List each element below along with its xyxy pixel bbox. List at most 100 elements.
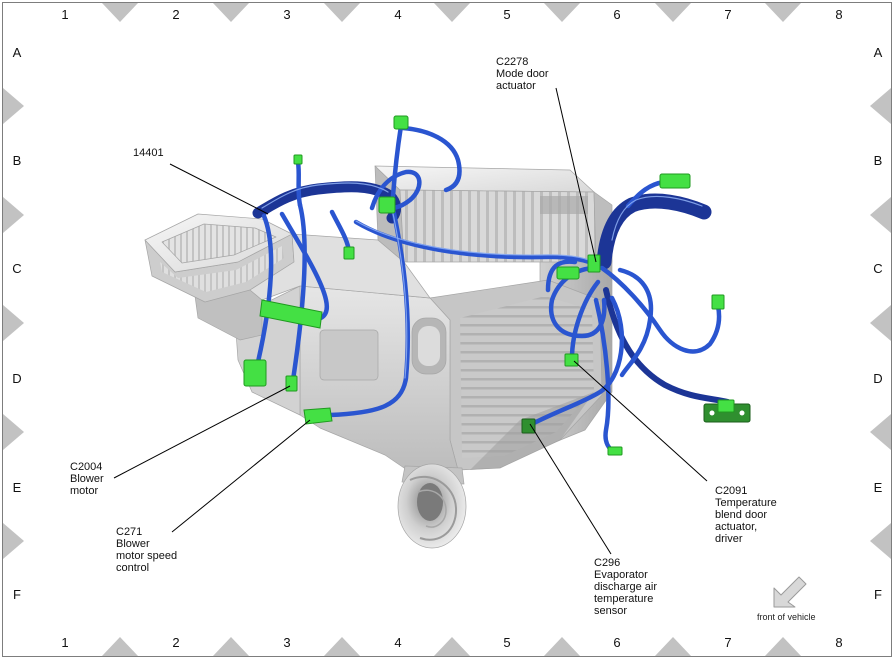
callout-id: C2004 bbox=[70, 461, 102, 473]
harness-wire bbox=[529, 295, 625, 427]
harness-trunk-right bbox=[596, 193, 712, 270]
harness-wire bbox=[593, 297, 617, 455]
connector-c296 bbox=[521, 418, 536, 434]
connector bbox=[378, 196, 396, 214]
callout-description: motor bbox=[70, 485, 98, 497]
callout-description: blend door bbox=[715, 509, 767, 521]
harness-highlight bbox=[390, 203, 408, 379]
grid-markers-top bbox=[102, 3, 801, 22]
callout-description: Blower bbox=[70, 473, 104, 485]
row-label: D bbox=[873, 371, 882, 386]
column-label: 6 bbox=[613, 635, 620, 650]
harness-wire bbox=[290, 202, 307, 383]
harness-wire bbox=[295, 159, 303, 208]
column-label: 5 bbox=[503, 635, 510, 650]
callout-description: motor speed bbox=[116, 550, 177, 562]
column-label: 8 bbox=[835, 7, 842, 22]
connector-c2278 bbox=[587, 254, 601, 273]
row-labels-left: A B C D E F bbox=[12, 45, 21, 602]
callout-id: 14401 bbox=[133, 147, 164, 159]
leader-line-c2004 bbox=[113, 385, 291, 479]
grid-marker bbox=[3, 523, 24, 559]
grid-marker bbox=[3, 88, 24, 124]
grid-marker bbox=[655, 637, 691, 656]
column-label: 2 bbox=[172, 635, 179, 650]
grid-marker bbox=[870, 414, 891, 450]
grid-markers-right bbox=[870, 88, 891, 559]
blower-speed-control-housing bbox=[319, 329, 379, 381]
blower-scroll-hub bbox=[417, 483, 443, 521]
connector bbox=[259, 299, 323, 329]
callout-14401: 14401 bbox=[133, 147, 164, 159]
grid-marker bbox=[3, 197, 24, 233]
column-label: 7 bbox=[724, 635, 731, 650]
grid-marker bbox=[434, 637, 470, 656]
column-label: 5 bbox=[503, 7, 510, 22]
row-label: B bbox=[874, 153, 883, 168]
row-label: C bbox=[873, 261, 882, 276]
grid-marker bbox=[213, 3, 249, 22]
callout-description: actuator, bbox=[715, 521, 757, 533]
harness-wire bbox=[569, 279, 601, 361]
callout-c2004: C2004 Blower motor bbox=[70, 461, 107, 497]
harness-wire bbox=[599, 265, 722, 354]
row-label: A bbox=[13, 45, 22, 60]
callout-c2278: C2278 Mode door actuator bbox=[496, 56, 552, 92]
housing-vent-slots bbox=[540, 196, 588, 214]
grid-marker bbox=[3, 414, 24, 450]
connector bbox=[659, 173, 691, 189]
column-labels-top: 1 2 3 4 5 6 7 8 bbox=[61, 7, 842, 22]
connector-c271 bbox=[303, 407, 333, 425]
leader-line-c296 bbox=[529, 423, 612, 555]
column-label: 1 bbox=[61, 635, 68, 650]
blower-scroll-vane bbox=[417, 489, 447, 528]
leader-line-c2091 bbox=[573, 360, 708, 482]
column-label: 4 bbox=[394, 7, 401, 22]
callout-description: actuator bbox=[496, 80, 536, 92]
orientation-indicator: front of vehicle bbox=[757, 576, 816, 622]
row-label: C bbox=[12, 261, 21, 276]
column-label: 2 bbox=[172, 7, 179, 22]
harness-highlight bbox=[261, 182, 389, 209]
callout-description: Evaporator bbox=[594, 569, 648, 581]
row-label: A bbox=[874, 45, 883, 60]
row-label: F bbox=[13, 587, 21, 602]
harness-wire bbox=[353, 219, 601, 269]
connector bbox=[393, 115, 409, 130]
grid-marker bbox=[102, 3, 138, 22]
column-label: 3 bbox=[283, 7, 290, 22]
connector-c2091 bbox=[564, 353, 579, 367]
connector bbox=[717, 399, 735, 413]
column-labels-bottom: 1 2 3 4 5 6 7 8 bbox=[61, 635, 842, 650]
blower-scroll bbox=[397, 463, 467, 549]
connector bbox=[293, 154, 303, 165]
callout-description: discharge air bbox=[594, 581, 657, 593]
callout-description: Blower bbox=[116, 538, 150, 550]
harness-wire bbox=[390, 123, 404, 199]
callout-description: Temperature bbox=[715, 497, 777, 509]
harness-wire bbox=[327, 201, 411, 418]
blower-scroll-vane bbox=[409, 475, 458, 541]
row-label: F bbox=[874, 587, 882, 602]
column-label: 6 bbox=[613, 7, 620, 22]
column-label: 3 bbox=[283, 635, 290, 650]
callout-id: C2278 bbox=[496, 56, 528, 68]
connector bbox=[343, 246, 355, 260]
harness-wire bbox=[545, 259, 578, 293]
connector-bracket bbox=[703, 399, 751, 423]
column-label: 7 bbox=[724, 7, 731, 22]
callout-id: C271 bbox=[116, 526, 142, 538]
callout-description: temperature bbox=[594, 593, 653, 605]
callout-description: Mode door bbox=[496, 68, 549, 80]
harness-highlight bbox=[611, 195, 703, 241]
housing-inlet-louvers bbox=[160, 246, 284, 292]
callout-c296: C296 Evaporator discharge air temperatur… bbox=[594, 557, 660, 617]
grid-marker bbox=[655, 3, 691, 22]
harness-trunk-lower-right bbox=[603, 287, 731, 405]
grid-marker bbox=[434, 3, 470, 22]
harness-wire bbox=[255, 213, 274, 365]
grid-marker bbox=[324, 3, 360, 22]
orientation-label: front of vehicle bbox=[757, 612, 816, 622]
grid-marker bbox=[213, 637, 249, 656]
harness-highlight bbox=[355, 220, 598, 265]
